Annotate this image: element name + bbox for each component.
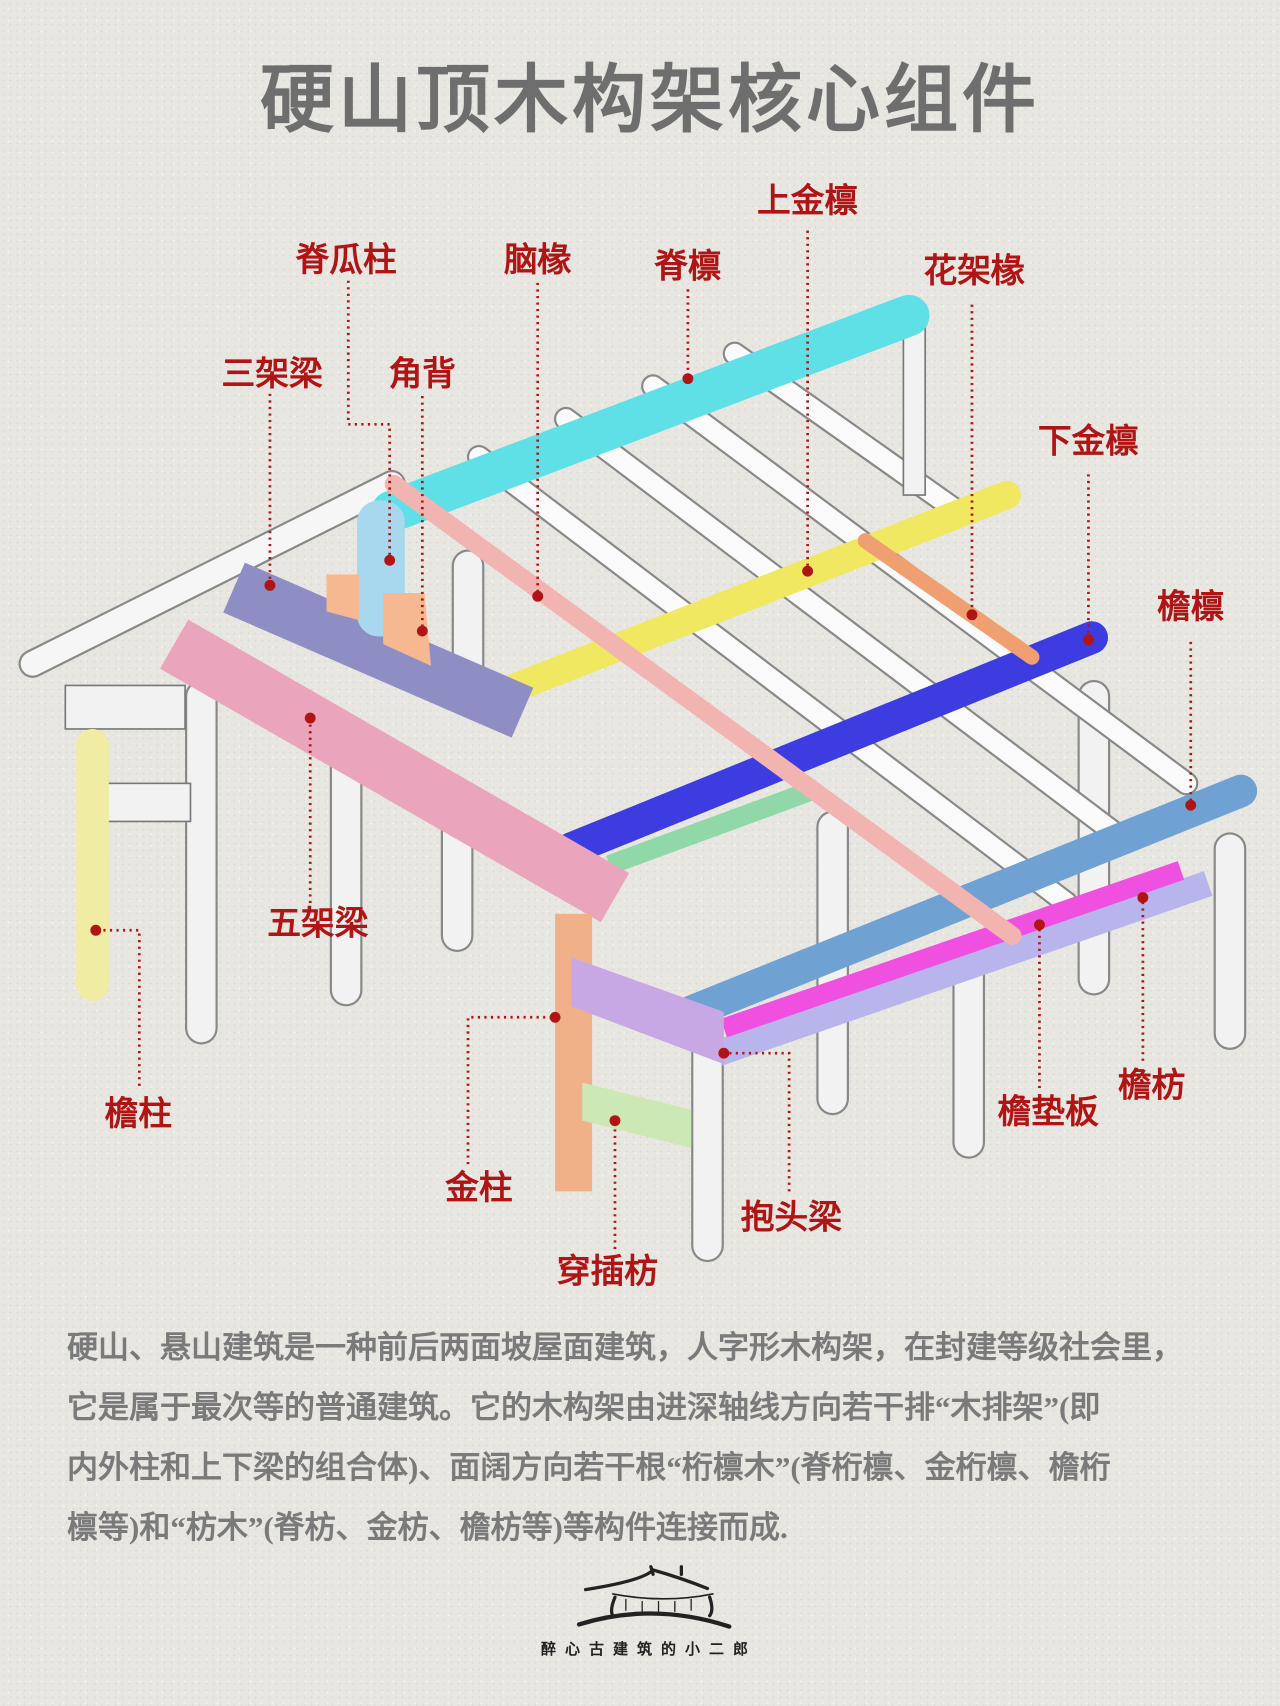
label-bao-tou-liang: 抱头梁 bbox=[741, 1196, 842, 1236]
label-yan-fang: 檐枋 bbox=[1118, 1065, 1185, 1105]
pavilion-roof-logo bbox=[576, 1565, 732, 1629]
label-wu-jia-liang: 五架梁 bbox=[267, 903, 368, 943]
description-line: 硬山、悬山建筑是一种前后两面坡屋面建筑，人字形木构架，在封建等级社会里， bbox=[67, 1330, 1183, 1365]
member-san-jia-liang bbox=[223, 562, 534, 738]
member-yan-fang bbox=[714, 871, 1213, 1066]
description-line: 檩等)和“枋木”(脊枋、金枋、檐枋等)等构件连接而成. bbox=[67, 1510, 788, 1545]
member-xia-jin-lin bbox=[555, 621, 1109, 865]
member-shang-jin-lin bbox=[464, 480, 1021, 716]
member-hua-jia-chuan bbox=[857, 533, 1040, 665]
page-title: 硬山顶木构架核心组件 bbox=[260, 57, 1040, 143]
description-paragraph: 硬山、悬山建筑是一种前后两面坡屋面建筑，人字形木构架，在封建等级社会里， 它是属… bbox=[67, 1318, 1247, 1558]
label-xia-jin-lin: 下金檩 bbox=[1038, 421, 1139, 461]
member-nao-chuan bbox=[384, 474, 1022, 945]
member-chuan-cha-fang bbox=[582, 1082, 692, 1148]
label-jin-zhu: 金柱 bbox=[444, 1167, 512, 1207]
member-bao-tou-liang bbox=[571, 957, 724, 1065]
member-yan-dian-ban bbox=[720, 861, 1185, 1038]
label-shang-jin-lin: 上金檩 bbox=[757, 180, 858, 220]
member-wu-jia-liang bbox=[160, 619, 630, 923]
label-yan-zhu: 檐柱 bbox=[104, 1093, 171, 1133]
label-nao-chuan: 脑椽 bbox=[504, 239, 572, 279]
member-jiao-bei bbox=[383, 592, 432, 666]
label-yan-dian-ban: 檐垫板 bbox=[998, 1091, 1099, 1131]
description-line: 内外柱和上下梁的组合体)、面阔方向若干根“桁檩木”(脊桁檩、金桁檩、檐桁 bbox=[67, 1450, 1111, 1485]
description-line: 它是属于最次等的普通建筑。它的木构架由进深轴线方向若干排“木排架”(即 bbox=[67, 1390, 1101, 1425]
footer-brand: 醉心古建筑的小二郎 bbox=[540, 1640, 757, 1658]
member-ji-lin bbox=[371, 294, 930, 533]
leader-lines bbox=[90, 230, 1197, 1250]
colored-members bbox=[76, 294, 1258, 1192]
label-chuan-cha-fang: 穿插枋 bbox=[557, 1251, 658, 1291]
label-hua-jia-chuan: 花架椽 bbox=[924, 250, 1025, 290]
label-yan-lin: 檐檩 bbox=[1157, 586, 1224, 626]
label-ji-lin: 脊檩 bbox=[654, 245, 721, 285]
label-jiao-bei: 角背 bbox=[389, 353, 456, 393]
label-ji-gua-zhu: 脊瓜柱 bbox=[296, 239, 397, 279]
label-san-jia-liang: 三架梁 bbox=[222, 353, 323, 393]
member-green-fang bbox=[606, 781, 815, 875]
